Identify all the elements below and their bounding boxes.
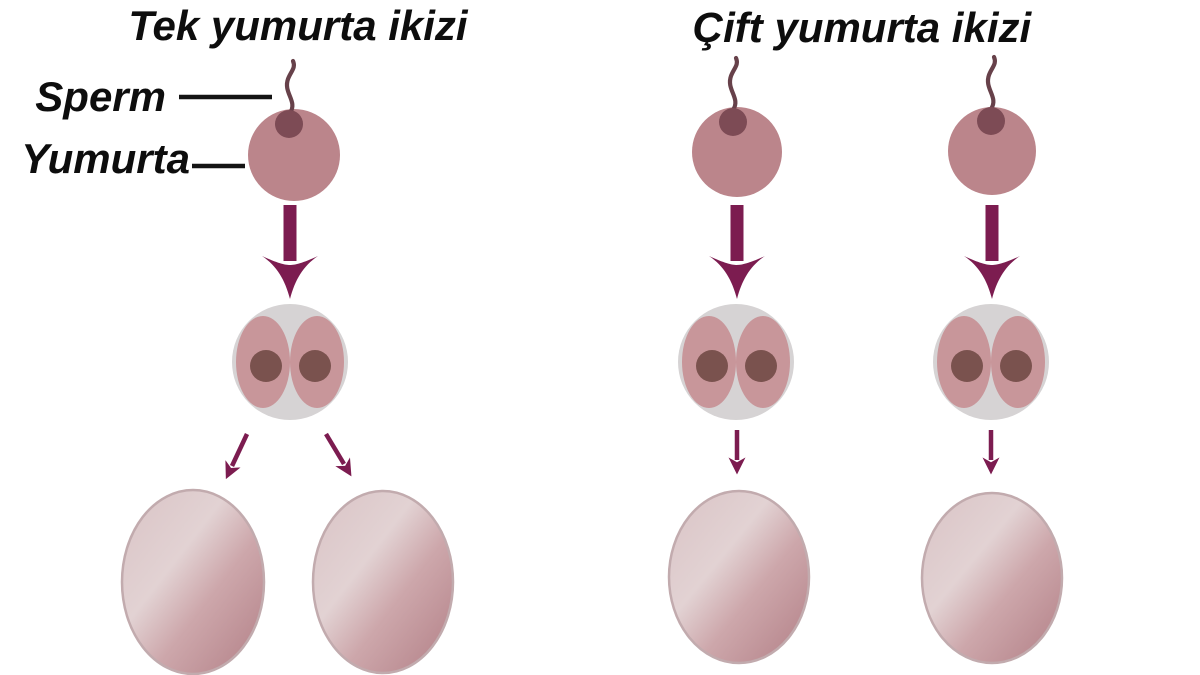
two-cell-zygote: [678, 304, 794, 420]
arrow-shaft: [730, 205, 744, 261]
embryo-oval-fraternal-1: [667, 489, 811, 665]
nucleus-right: [745, 350, 777, 382]
nucleus-left: [951, 350, 983, 382]
embryo-oval-identical-2: [311, 489, 455, 675]
embryo-oval-identical-1: [120, 488, 266, 675]
thick-arrow-down: [709, 205, 765, 299]
thick-arrow-down: [262, 205, 318, 299]
split-arrow-left: [225, 433, 250, 480]
nucleus-left: [696, 350, 728, 382]
fertilized-egg-identical: [248, 58, 340, 201]
arrow-head: [709, 256, 765, 299]
arrow-head: [262, 256, 318, 299]
arrow-head: [964, 256, 1020, 299]
arrow-shaft: [985, 205, 999, 261]
split-arrow-right: [324, 432, 352, 477]
nucleus-right: [299, 350, 331, 382]
sperm-head-icon: [275, 110, 303, 138]
thick-arrow-down: [964, 205, 1020, 299]
egg-cell: [248, 109, 340, 201]
egg-cell: [948, 107, 1036, 195]
two-cell-zygote: [933, 304, 1049, 420]
egg-cell: [692, 107, 782, 197]
egg-label: Yumurta: [21, 135, 190, 182]
sperm-head-icon: [977, 107, 1005, 135]
embryo-oval-fraternal-2: [920, 491, 1064, 665]
sperm-head-icon: [719, 108, 747, 136]
nucleus-left: [250, 350, 282, 382]
fraternal-twins-title: Çift yumurta ikizi: [692, 4, 1032, 51]
arrow-shaft: [283, 205, 297, 261]
identical-twins-title: Tek yumurta ikizi: [128, 2, 468, 49]
two-cell-zygote: [232, 304, 348, 420]
sperm-tail-icon: [985, 54, 998, 112]
sperm-label: Sperm: [35, 73, 166, 120]
fertilized-egg-fraternal-1: [692, 55, 782, 197]
nucleus-right: [1000, 350, 1032, 382]
sperm-tail-icon: [727, 55, 740, 113]
sperm-tail-icon: [284, 58, 297, 116]
fertilized-egg-fraternal-2: [948, 54, 1036, 195]
